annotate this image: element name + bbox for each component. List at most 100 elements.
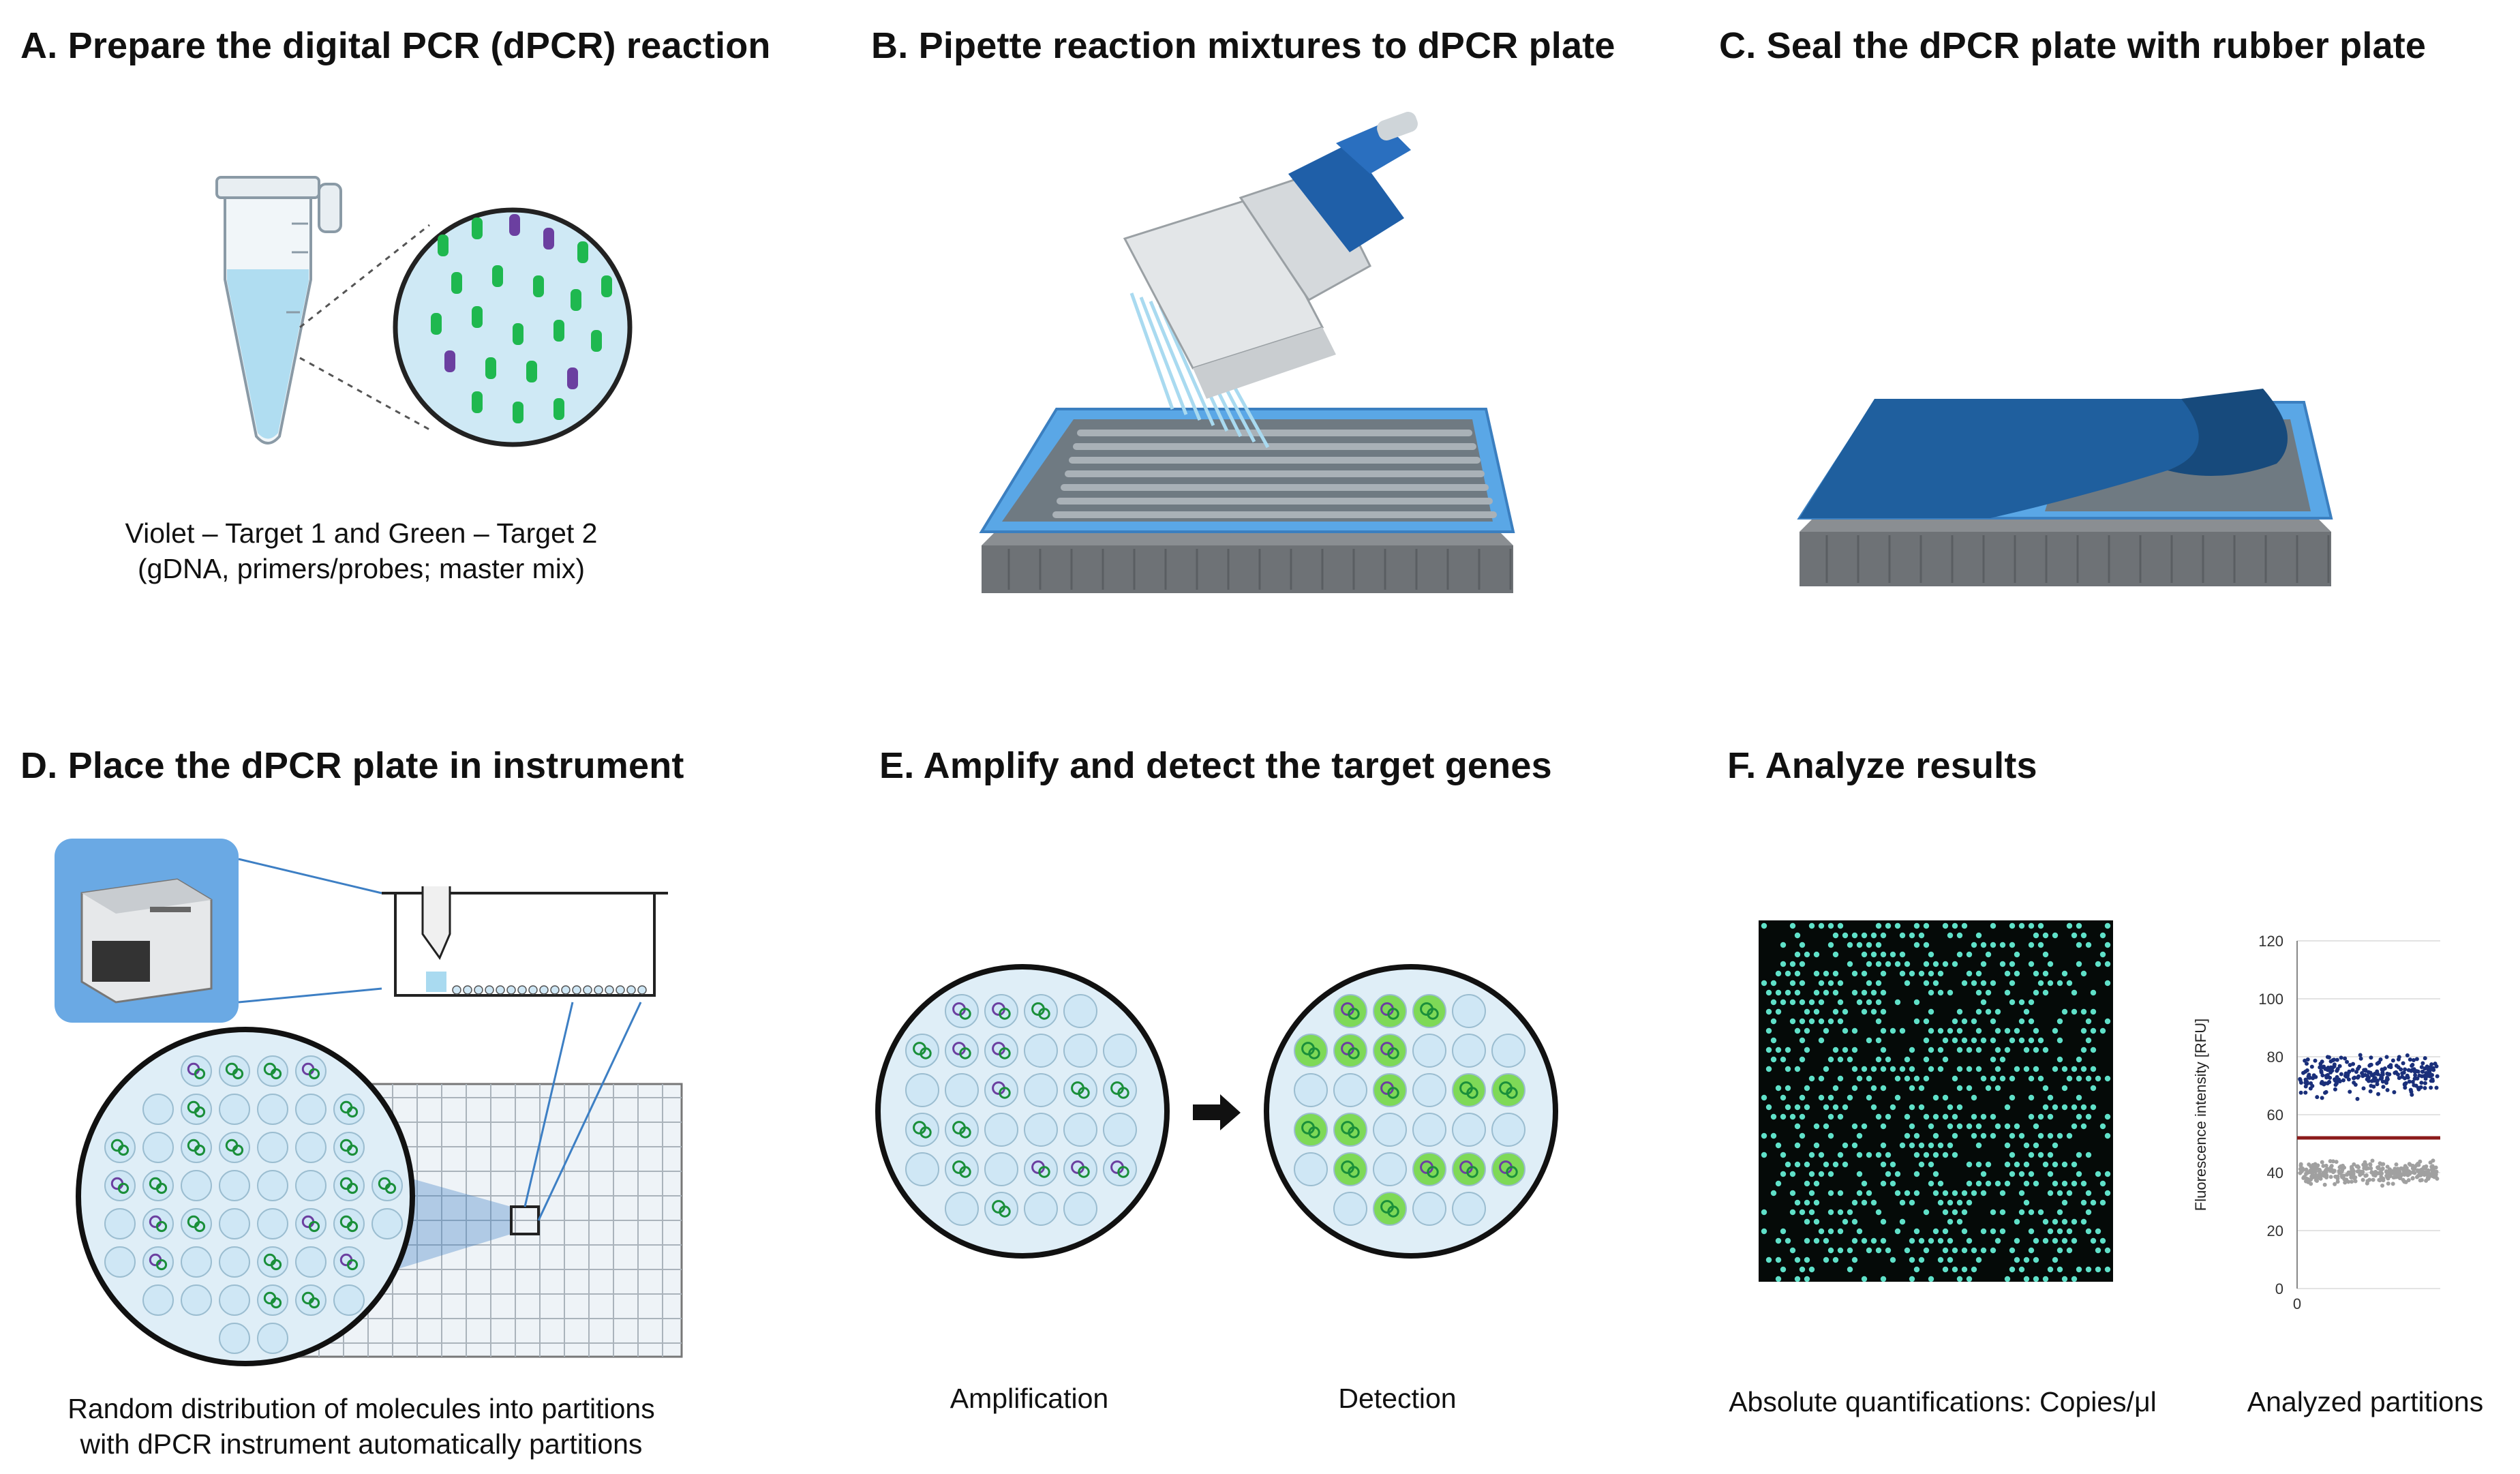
partition	[257, 1094, 288, 1125]
positive-droplet	[1818, 1152, 1825, 1158]
positive-droplet	[2080, 1123, 2087, 1130]
positive-droplet	[1918, 1257, 1925, 1263]
positive-droplet	[1875, 1056, 1882, 1063]
positive-point	[2385, 1071, 2390, 1076]
positive-droplet	[1818, 922, 1825, 929]
partition-well	[550, 985, 560, 995]
positive-droplet	[1770, 1056, 1777, 1063]
positive-droplet	[1966, 1180, 1973, 1187]
positive-droplet	[2071, 1237, 2078, 1244]
positive-droplet	[2080, 1218, 2087, 1225]
positive-droplet	[2085, 1209, 2092, 1216]
positive-droplet	[1827, 1209, 1834, 1216]
positive-droplet	[1780, 1056, 1787, 1063]
partition	[1294, 1073, 1328, 1107]
positive-droplet	[1980, 1075, 1987, 1082]
positive-point	[2375, 1079, 2380, 1084]
positive-droplet	[1994, 1123, 2001, 1130]
negative-point	[2429, 1167, 2434, 1172]
positive-droplet	[2080, 970, 2087, 977]
positive-droplet	[2018, 1037, 2025, 1044]
positive-droplet	[1880, 1218, 1887, 1225]
positive-droplet	[1880, 1237, 1887, 1244]
positive-droplet	[1947, 1104, 1954, 1111]
positive-point	[2400, 1074, 2405, 1079]
positive-droplet	[1985, 951, 1992, 958]
molecule-dots	[431, 214, 612, 423]
molecule	[1427, 1008, 1439, 1020]
negative-point	[2387, 1173, 2392, 1177]
positive-droplet	[1909, 1104, 1915, 1111]
positive-droplet	[1823, 989, 1830, 996]
molecule	[155, 1259, 168, 1271]
positive-droplet	[1780, 1266, 1787, 1273]
positive-droplet	[1770, 980, 1777, 987]
positive-droplet	[1966, 1047, 1973, 1053]
positive-point	[2303, 1069, 2308, 1074]
negative-point	[2349, 1169, 2354, 1174]
positive-droplet	[2023, 1047, 2030, 1053]
positive-droplet	[1913, 1266, 1920, 1273]
positive-droplet	[2071, 1066, 2078, 1072]
positive-droplet	[1947, 989, 1954, 996]
positive-droplet	[1909, 1199, 1915, 1206]
positive-droplet	[1932, 1094, 1939, 1101]
positive-droplet	[1894, 1075, 1901, 1082]
positive-point	[2309, 1064, 2314, 1069]
positive-droplet	[1980, 1113, 1987, 1120]
green-molecule	[485, 357, 496, 379]
positive-droplet	[1827, 1056, 1834, 1063]
positive-point	[2388, 1063, 2393, 1068]
positive-droplet	[1909, 1276, 1915, 1282]
positive-droplet	[2028, 961, 2035, 967]
positive-droplet	[2090, 1047, 2097, 1053]
molecule	[270, 1297, 282, 1309]
positive-droplet	[1827, 980, 1834, 987]
positive-point	[2373, 1076, 2378, 1081]
positive-droplet	[1923, 980, 1930, 987]
positive-droplet	[1999, 1056, 2006, 1063]
positive-droplet	[1770, 999, 1777, 1006]
positive-droplet	[1837, 980, 1844, 987]
positive-droplet	[2085, 1190, 2092, 1197]
positive-point	[2332, 1062, 2337, 1067]
positive-point	[2414, 1057, 2419, 1062]
partition	[1412, 1192, 1446, 1226]
positive-droplet	[1799, 1113, 1806, 1120]
partition	[1063, 1034, 1097, 1068]
positive-droplet	[2023, 1199, 2030, 1206]
positive-droplet	[2023, 1142, 2030, 1149]
negative-point	[2298, 1163, 2303, 1168]
positive-droplet	[1956, 951, 1963, 958]
positive-droplet	[1937, 1066, 1944, 1072]
positive-droplet	[1765, 1008, 1772, 1015]
negative-point	[2313, 1173, 2318, 1177]
positive-droplet	[2080, 1180, 2087, 1187]
positive-droplet	[2080, 1008, 2087, 1015]
positive-droplet	[1904, 961, 1911, 967]
positive-droplet	[1885, 1056, 1892, 1063]
positive-droplet	[2090, 1104, 2097, 1111]
negative-point	[2317, 1168, 2322, 1173]
positive-droplet	[1880, 951, 1887, 958]
positive-droplet	[1923, 1037, 1930, 1044]
positive-droplet	[2061, 1008, 2068, 1015]
positive-droplet	[2076, 1094, 2082, 1101]
positive-droplet	[1923, 922, 1930, 929]
positive-droplet	[1913, 1018, 1920, 1025]
positive-droplet	[1947, 1237, 1954, 1244]
positive-droplet	[1761, 1152, 1767, 1158]
positive-droplet	[2028, 1228, 2035, 1235]
positive-point	[2403, 1085, 2408, 1090]
negative-point	[2369, 1170, 2374, 1175]
positive-point	[2356, 1074, 2361, 1079]
molecule	[1038, 1008, 1050, 1020]
partition-image	[1759, 920, 2113, 1282]
positive-droplet	[1985, 1161, 1992, 1168]
positive-droplet	[1942, 1266, 1949, 1273]
positive-point	[2378, 1057, 2383, 1062]
positive-point	[2420, 1074, 2425, 1079]
positive-droplet	[1966, 1276, 1973, 1282]
positive-droplet	[1928, 1237, 1934, 1244]
negative-point	[2339, 1164, 2343, 1169]
